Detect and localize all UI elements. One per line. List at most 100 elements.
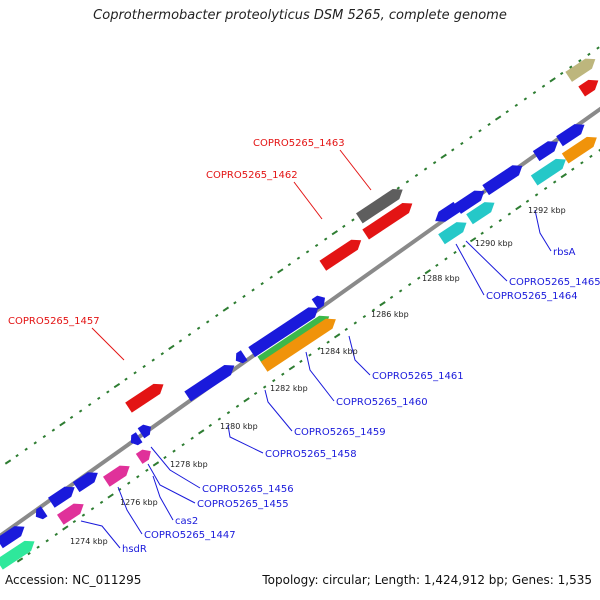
- track-dot: [569, 65, 573, 69]
- track-dot: [152, 461, 160, 467]
- track-dot: [326, 340, 330, 344]
- track-dot: [272, 379, 276, 383]
- track-dot: [505, 110, 509, 114]
- track-dot: [578, 59, 582, 63]
- track-dot: [342, 224, 346, 228]
- track-dot: [308, 353, 312, 357]
- tick-label: 1280 kbp: [220, 422, 258, 431]
- backbone-line-gap: [0, 98, 600, 527]
- tick-label: 1276 kbp: [120, 498, 158, 507]
- track-dot: [552, 180, 557, 184]
- gene-arrow-cyan: [438, 222, 467, 245]
- label-leader-line: [117, 486, 143, 535]
- track-dot: [99, 500, 104, 504]
- dot-track-outer: [4, 46, 600, 465]
- gene-arrow-gray: [356, 189, 403, 224]
- gene-label: COPRO5265_1456: [202, 484, 294, 495]
- dot-tracks: [4, 46, 600, 563]
- track-dot: [27, 551, 31, 556]
- gene-arrow-blue: [137, 424, 152, 439]
- gene-arrow-blue: [35, 506, 48, 520]
- track-dot: [525, 199, 530, 203]
- track-dot: [24, 447, 28, 451]
- track-dot: [172, 449, 176, 453]
- track-dot: [435, 263, 439, 267]
- track-dot: [453, 250, 457, 255]
- track-dot: [151, 358, 155, 362]
- track-dot: [45, 539, 49, 543]
- gene-arrow-blue: [311, 295, 326, 310]
- track-dot: [417, 276, 421, 280]
- gene-arrow-blue: [454, 190, 485, 214]
- gene-label: COPRO5265_1447: [144, 530, 236, 541]
- gene-arrow-pink: [135, 449, 151, 464]
- track-dot: [269, 275, 273, 279]
- track-dot: [72, 519, 77, 524]
- track-dot: [462, 244, 466, 248]
- track-dot: [277, 268, 284, 274]
- track-dot: [507, 212, 512, 216]
- label-leader-line: [80, 520, 121, 549]
- track-dot: [580, 161, 584, 165]
- label-leader-line: [348, 335, 371, 376]
- track-dot: [222, 306, 230, 312]
- gene-arrow-cyan: [466, 202, 495, 225]
- track-dot: [251, 288, 255, 292]
- gene-arrow-blue: [130, 432, 143, 446]
- track-dot: [331, 230, 338, 236]
- gene-arrow-red: [125, 383, 164, 413]
- gene-arrow-orange: [561, 136, 597, 164]
- gene-arrow-blue: [184, 364, 235, 402]
- label-leader-line: [534, 209, 552, 252]
- dot-track-inner: [16, 148, 600, 563]
- track-dot: [235, 404, 240, 408]
- track-dot: [217, 417, 222, 421]
- track-dot: [333, 333, 341, 339]
- track-dot: [389, 295, 394, 299]
- track-dot: [78, 409, 83, 413]
- label-leader-line: [465, 240, 508, 282]
- gene-label: COPRO5265_1465: [509, 277, 600, 288]
- track-dot: [168, 344, 175, 350]
- gene-arrow-blue: [435, 201, 461, 222]
- track-dot: [181, 443, 185, 447]
- gene-label: COPRO5265_1464: [486, 291, 578, 302]
- track-dot: [549, 77, 556, 83]
- gene-arrow-blue: [72, 472, 98, 493]
- map-title: Coprothermobacter proteolyticus DSM 5265…: [93, 8, 507, 23]
- gene-arrow-blue: [235, 350, 248, 364]
- gene-label: COPRO5265_1462: [206, 170, 298, 181]
- track-dot: [494, 115, 502, 121]
- gene-arrow-red: [362, 202, 413, 240]
- gene-label: COPRO5265_1461: [372, 371, 464, 382]
- gene-arrow-red: [319, 239, 362, 271]
- label-leader-line: [91, 327, 125, 361]
- track-dot: [51, 428, 56, 432]
- track-dot: [16, 557, 24, 563]
- label-leader-line: [227, 424, 264, 454]
- track-dot: [596, 46, 600, 50]
- gene-arrow-blue: [482, 165, 523, 196]
- track-dot: [124, 377, 128, 381]
- gene-arrow-blue: [248, 307, 319, 358]
- label-leader-line: [293, 181, 323, 220]
- track-dot: [288, 365, 296, 371]
- gene-label: COPRO5265_1463: [253, 138, 345, 149]
- track-dot: [296, 256, 301, 260]
- track-dot: [87, 403, 92, 407]
- track-dot: [589, 154, 593, 159]
- gene-arrow-spring: [0, 540, 35, 570]
- gene-arrow-blue: [48, 486, 75, 508]
- track-dot: [398, 289, 403, 293]
- track-dot: [515, 205, 522, 211]
- gene-features: [0, 58, 599, 570]
- track-dot: [460, 141, 464, 146]
- track-dot: [81, 513, 86, 517]
- track-dot: [133, 371, 137, 375]
- track-dot: [262, 385, 267, 389]
- label-leader-line: [339, 149, 372, 191]
- track-dot: [196, 326, 201, 330]
- track-dot: [487, 122, 491, 127]
- track-dot: [424, 269, 432, 275]
